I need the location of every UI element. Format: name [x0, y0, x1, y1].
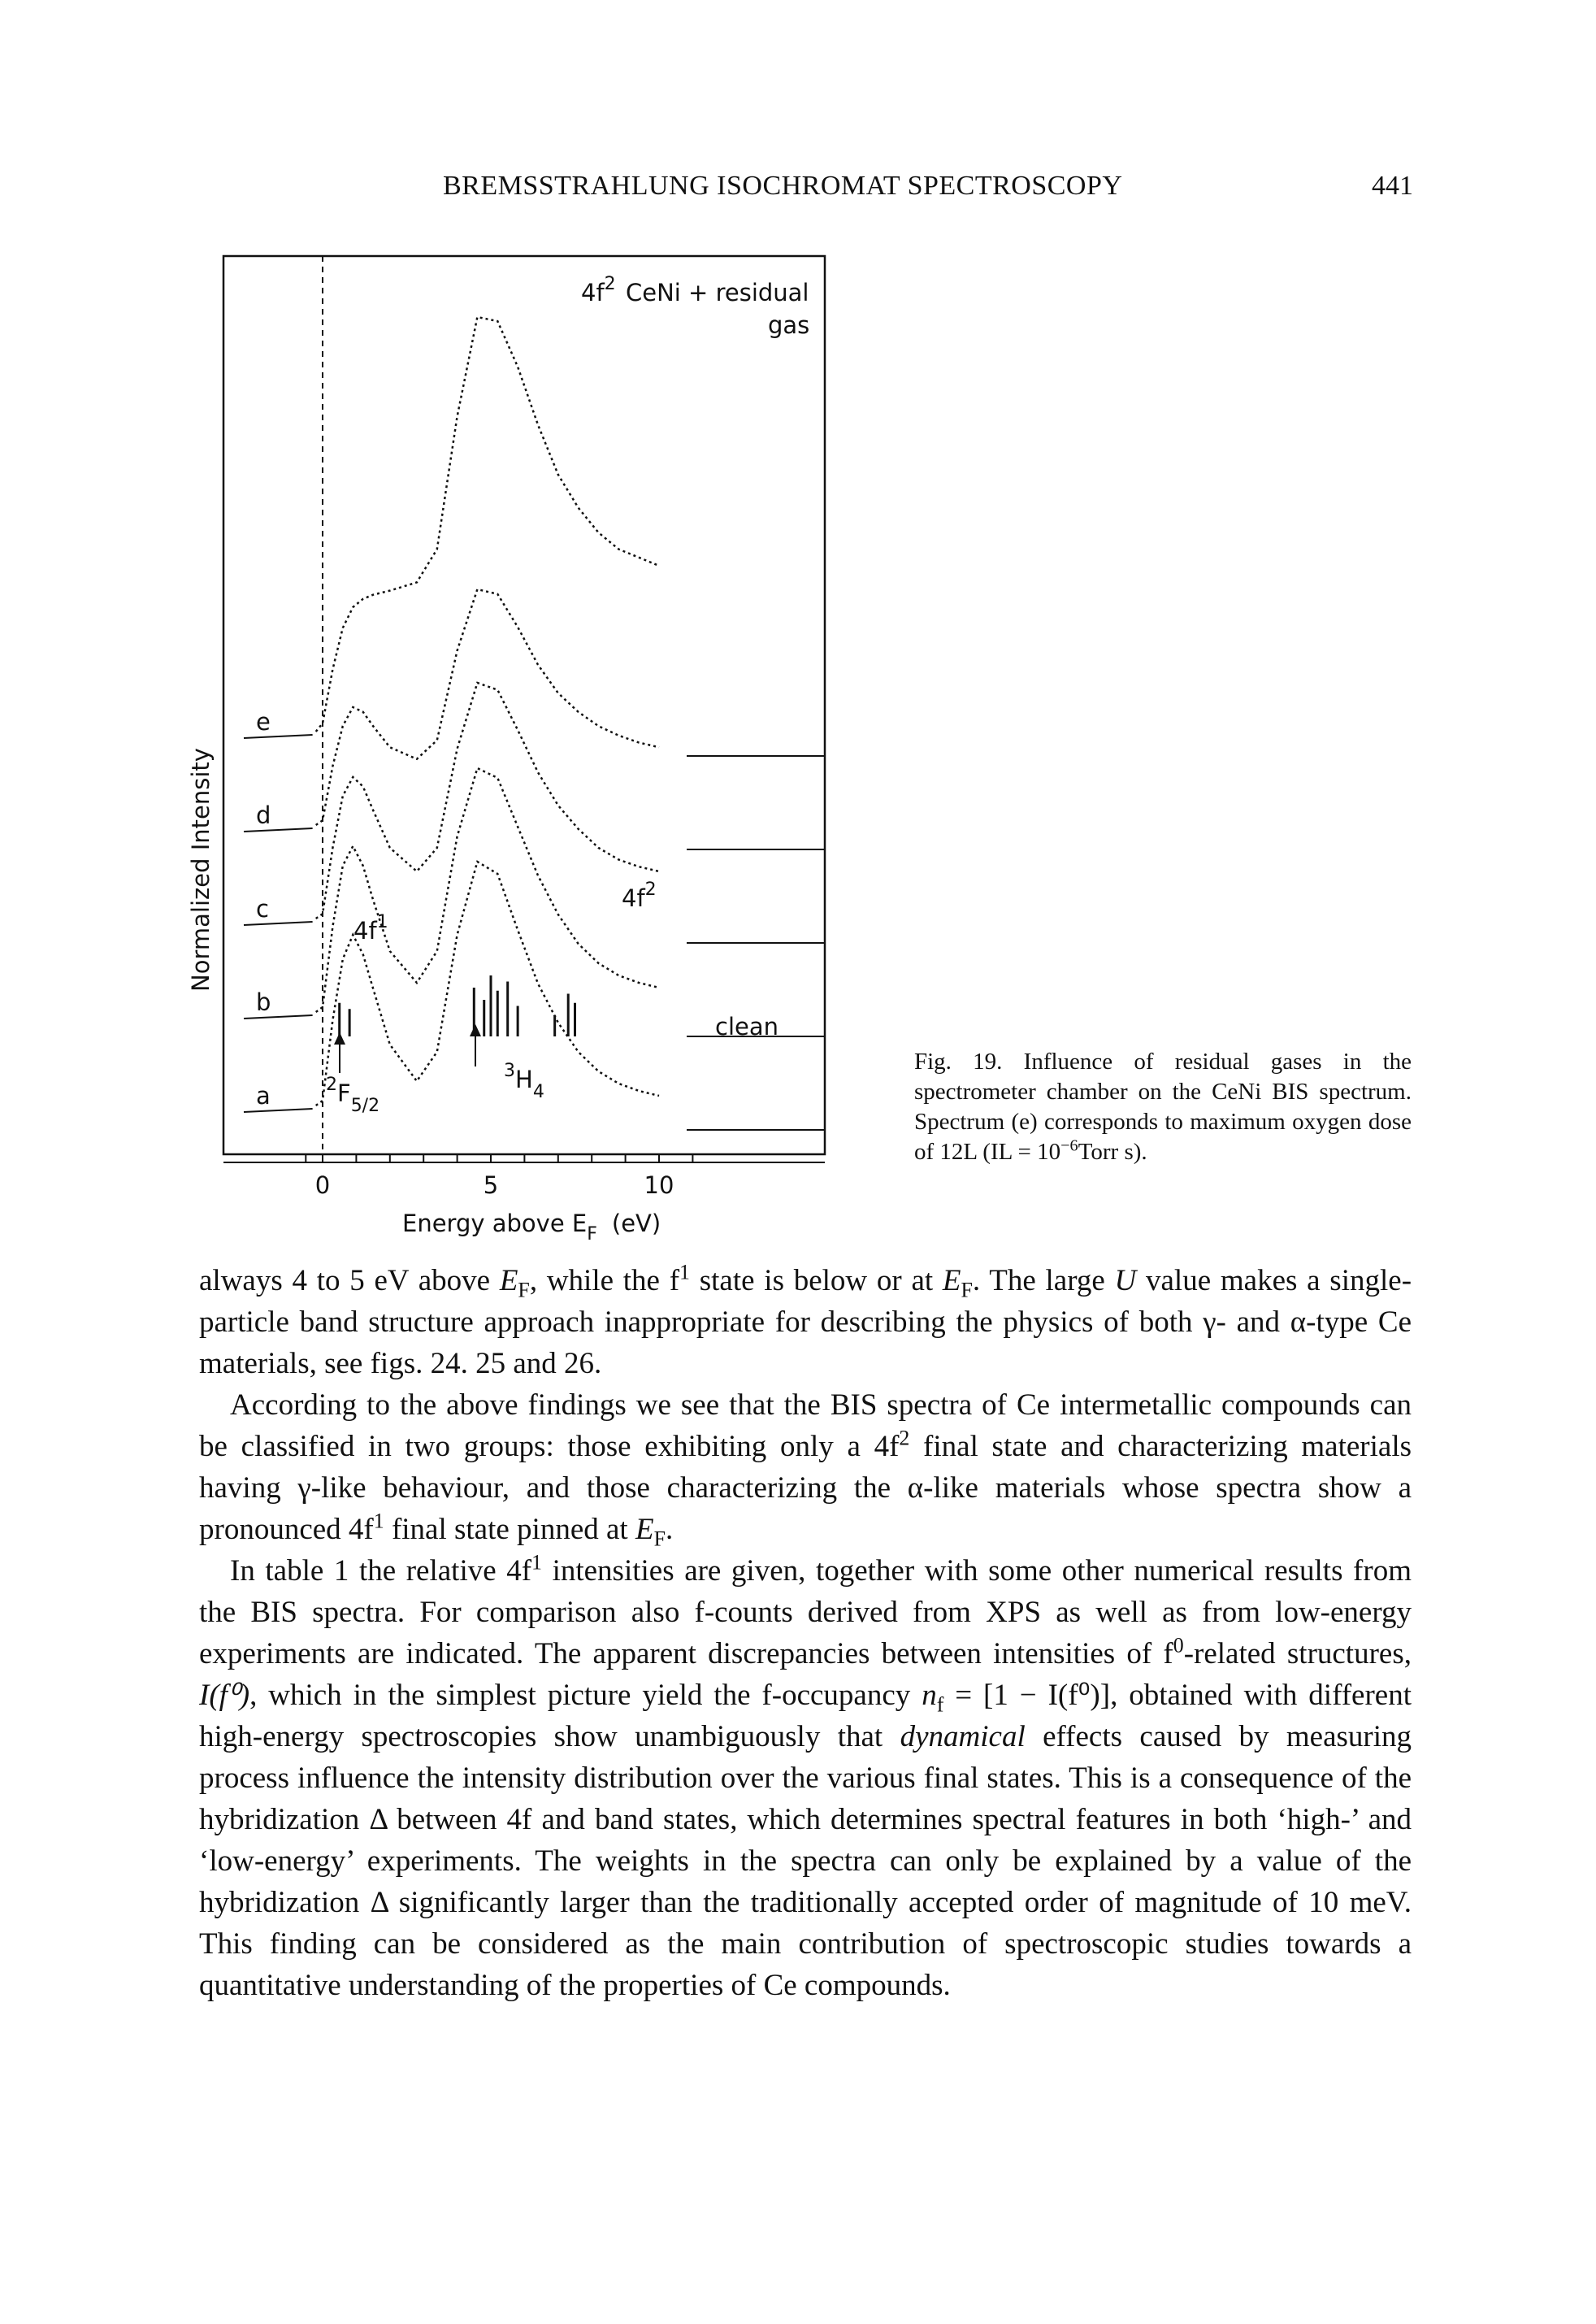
caption-label: Fig. 19.	[914, 1049, 1003, 1075]
x-tick-label: 10	[644, 1171, 674, 1199]
x-axis-label: Energy above EF(eV)	[402, 1210, 661, 1245]
curves	[243, 315, 660, 1113]
term-2F52-label: 2F5/2	[326, 1075, 379, 1116]
curve-b-letter: b	[256, 988, 271, 1016]
x-tick-label: 0	[315, 1171, 330, 1199]
y-axis-label: Normalized Intensity	[187, 748, 215, 992]
figure-19: 0 5 10 a b c d e Normalized Intensity Energy a…	[183, 244, 849, 1301]
baselines	[687, 755, 825, 1131]
curve-d-letter: d	[256, 801, 271, 829]
curve-e	[314, 315, 660, 732]
curve-e-lead	[243, 734, 313, 739]
peak-a-4f1-label: 4f1	[353, 912, 388, 945]
curve-a	[314, 860, 660, 1107]
paragraph-3: In table 1 the relative 4f1 intensities …	[199, 1550, 1412, 2002]
curve-c-lead	[243, 921, 313, 926]
curve-a-lead	[243, 1108, 313, 1113]
peak-e-label: 4f2	[581, 274, 616, 306]
paragraph-2: According to the above findings we see t…	[199, 1388, 1412, 1551]
arrow-2F52-head	[334, 1032, 345, 1045]
paragraph-1: always 4 to 5 eV above EF, while the f1 …	[199, 1260, 1412, 1380]
x-ticks: 0 5 10	[305, 1154, 694, 1199]
curve-e-label: CeNi + residual	[626, 279, 809, 306]
curve-e-label-2: gas	[768, 311, 809, 339]
running-head: BREMSSTRAHLUNG ISOCHROMAT SPECTROSCOPY	[443, 171, 1123, 201]
curve-d	[314, 588, 660, 827]
curve-d-lead	[243, 828, 313, 832]
curve-b-lead	[243, 1014, 313, 1019]
x-tick-label: 5	[484, 1171, 498, 1199]
peak-a-4f2-label: 4f2	[622, 880, 657, 912]
body-text: always 4 to 5 eV above EF, while the f1 …	[199, 1260, 1412, 2006]
term-3H4-label: 3H4	[504, 1061, 544, 1102]
page-number: 441	[1372, 171, 1413, 201]
caption-unit-def: (IL = 10−6Torr s).	[982, 1136, 1147, 1166]
curve-c-letter: c	[256, 895, 269, 923]
curve-e-letter: e	[256, 708, 271, 736]
curve-a-letter: a	[256, 1082, 271, 1110]
curve-b	[314, 767, 660, 1014]
bis-spectra-chart: 0 5 10 a b c d e Normalized Intensity Energy a…	[187, 254, 826, 1245]
curve-labels: a b c d e	[256, 708, 271, 1110]
caption-text: Influence of residual gases in the spect…	[914, 1049, 1412, 1166]
curve-a-clean-label: clean	[715, 1013, 778, 1040]
arrow-3H4-head	[470, 1024, 481, 1036]
curve-c	[314, 681, 660, 920]
figure-caption: Fig. 19. Influence of residual gases in …	[914, 1047, 1412, 1167]
